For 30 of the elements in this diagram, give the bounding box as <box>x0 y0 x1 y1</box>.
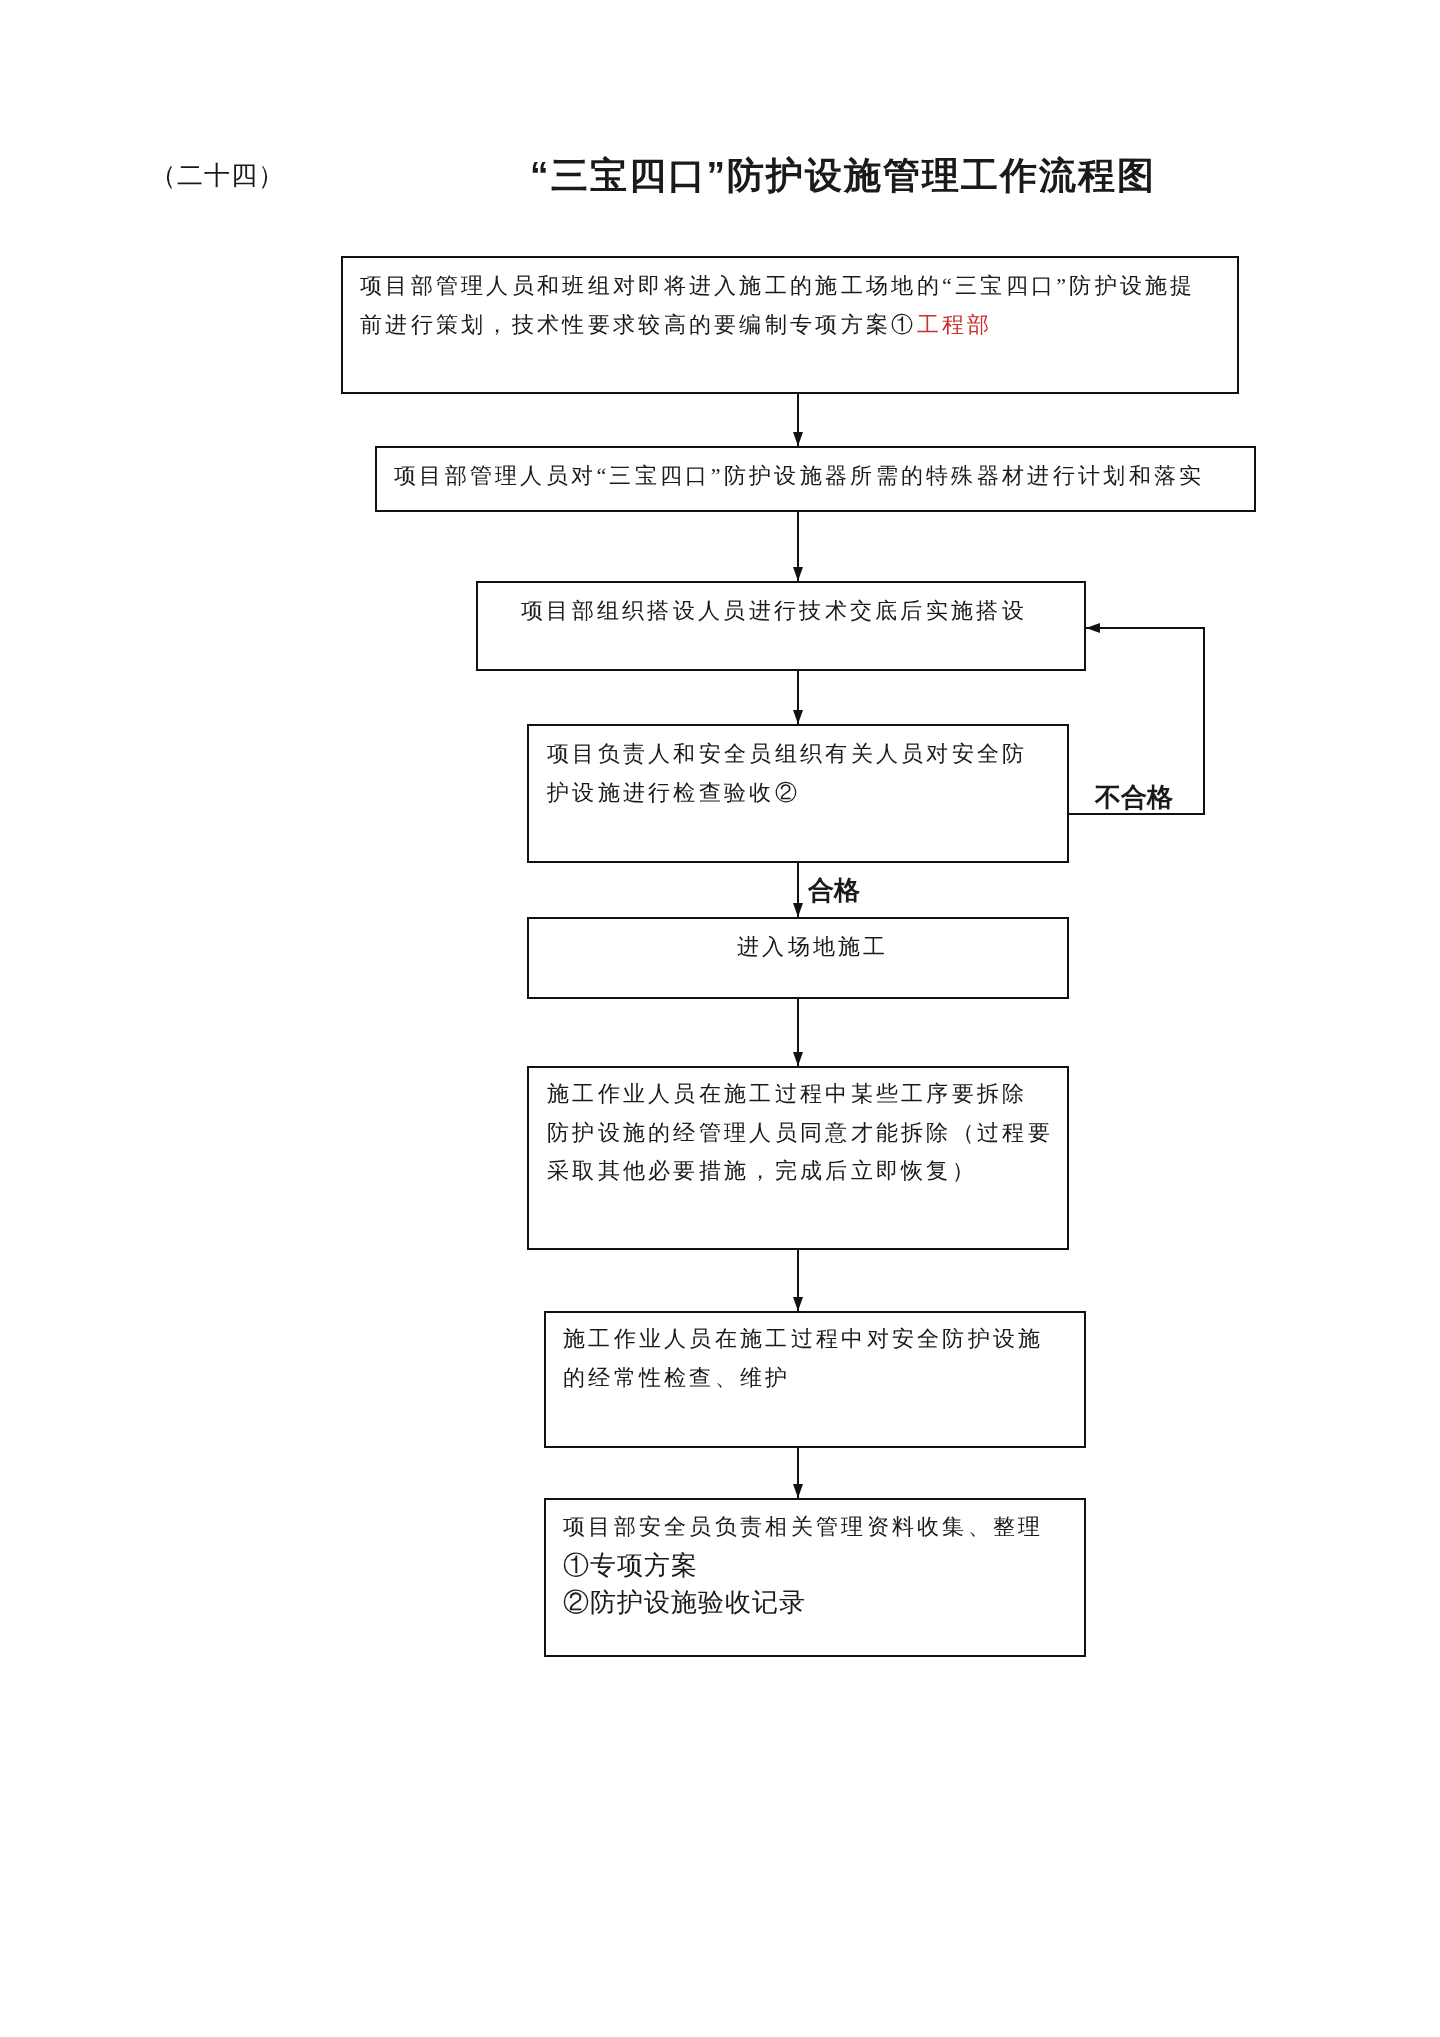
step-text: 项目部管理人员对“三宝四口”防护设施器所需的特殊器材进行计划和落实 <box>394 462 1205 490</box>
process-box <box>476 581 1086 671</box>
step-text: 项目部管理人员和班组对即将进入施工的施工场地的“三宝四口”防护设施提前进行策划，技术性要求较高的要编制专项方案①工程部 <box>360 272 1196 339</box>
edge-label: 合格 <box>807 877 861 905</box>
process-box <box>375 446 1256 512</box>
process-box <box>527 1066 1069 1250</box>
edge-label: 不合格 <box>1094 784 1174 812</box>
arrow <box>793 511 803 582</box>
process-box <box>544 1311 1086 1448</box>
step-text: 施工作业人员在施工过程中某些工序要拆除防护设施的经管理人员同意才能拆除（过程要采取其他必要措施，完成后立即恢复） <box>547 1080 1053 1185</box>
diagram-title: “三宝四口”防护设施管理工作流程图 <box>530 154 1156 198</box>
process-box <box>527 917 1069 999</box>
process-box <box>544 1498 1086 1657</box>
step-text: ①专项方案 <box>563 1549 698 1582</box>
section-number: （二十四） <box>150 160 285 192</box>
step-text: 项目负责人和安全员组织有关人员对安全防护设施进行检查验收② <box>547 740 1028 807</box>
step-text: 进入场地施工 <box>737 933 889 961</box>
arrow <box>793 670 803 725</box>
process-box <box>527 724 1069 863</box>
arrow <box>793 1249 803 1312</box>
arrow <box>793 862 803 918</box>
step-text: 项目部组织搭设人员进行技术交底后实施搭设 <box>521 597 1027 625</box>
step-text: ②防护设施验收记录 <box>563 1586 806 1619</box>
step-text: 施工作业人员在施工过程中对安全防护设施的经常性检查、维护 <box>563 1325 1044 1392</box>
arrow <box>793 998 803 1067</box>
arrow <box>793 393 803 447</box>
arrow <box>793 1447 803 1499</box>
arrow <box>1068 623 1205 815</box>
process-box <box>341 256 1239 394</box>
step-text: 项目部安全员负责相关管理资料收集、整理 <box>563 1513 1044 1541</box>
